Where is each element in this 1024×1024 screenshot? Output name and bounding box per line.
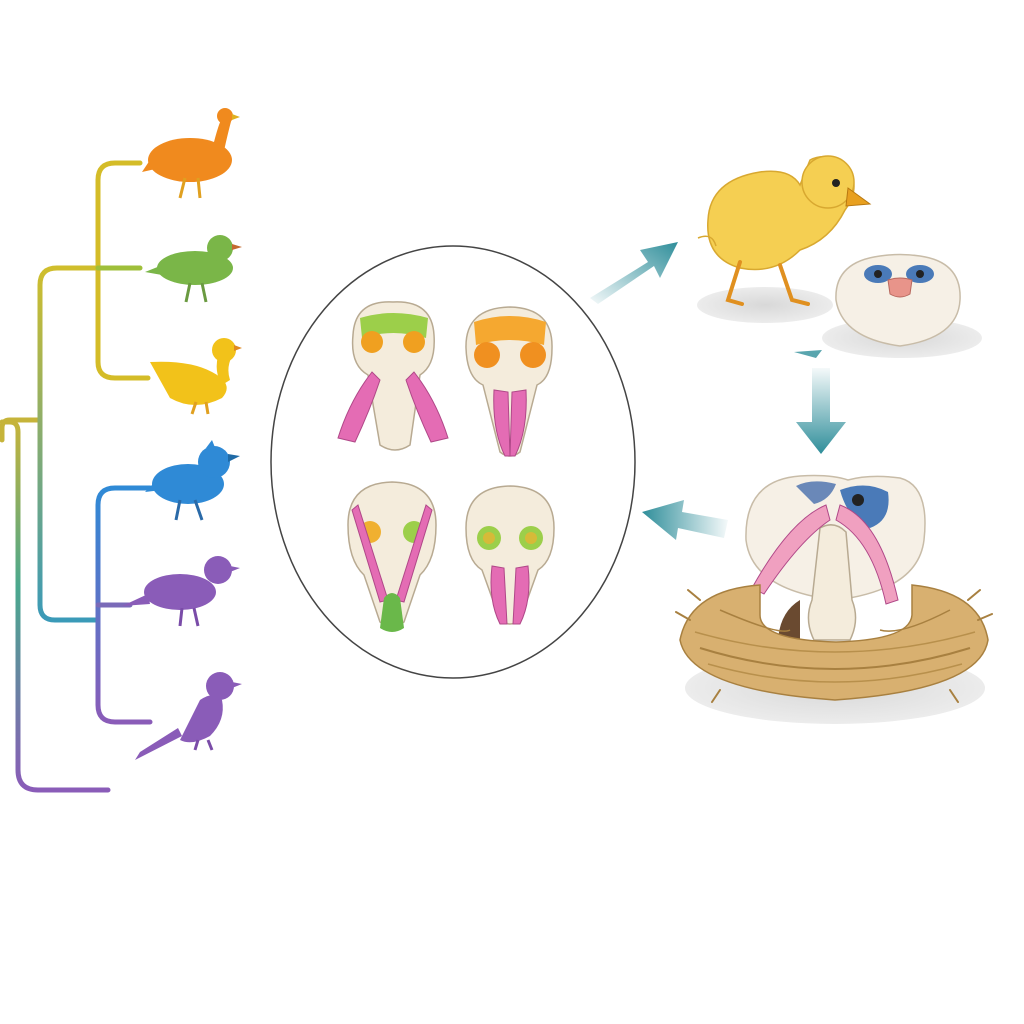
- tree-root-branch: [0, 419, 111, 793]
- bird-orange-icon: [142, 108, 240, 199]
- arrow-left-icon: [642, 500, 728, 540]
- skull-top-right-icon: [465, 306, 553, 457]
- tree-top-clade: [95, 160, 151, 381]
- bird-purple-icon: [122, 556, 240, 627]
- nest-icon: [675, 584, 993, 703]
- tree-mid-clade: [37, 265, 141, 623]
- bird-green-icon: [145, 235, 242, 303]
- bird-blue-icon: [145, 440, 240, 521]
- bird-purple-perched-icon: [135, 672, 242, 760]
- tree-root-top: [0, 417, 43, 443]
- arrow-down-icon: [794, 350, 846, 454]
- chick-shadow: [697, 287, 833, 323]
- bird-yellow-icon: [150, 338, 242, 415]
- embryo-skull-icon: [751, 504, 899, 641]
- skull-comparison-ellipse: [270, 245, 636, 679]
- egg-icon: [835, 253, 961, 347]
- skull-bottom-right-icon: [465, 485, 555, 625]
- chick-icon: [697, 155, 872, 306]
- tree-bottom-clade: [95, 485, 153, 725]
- phylogenetic-tree: [0, 160, 153, 793]
- skull-bottom-left-icon: [347, 481, 437, 632]
- arrow-up-right-icon: [590, 242, 678, 304]
- skull-top-left-icon: [337, 301, 449, 451]
